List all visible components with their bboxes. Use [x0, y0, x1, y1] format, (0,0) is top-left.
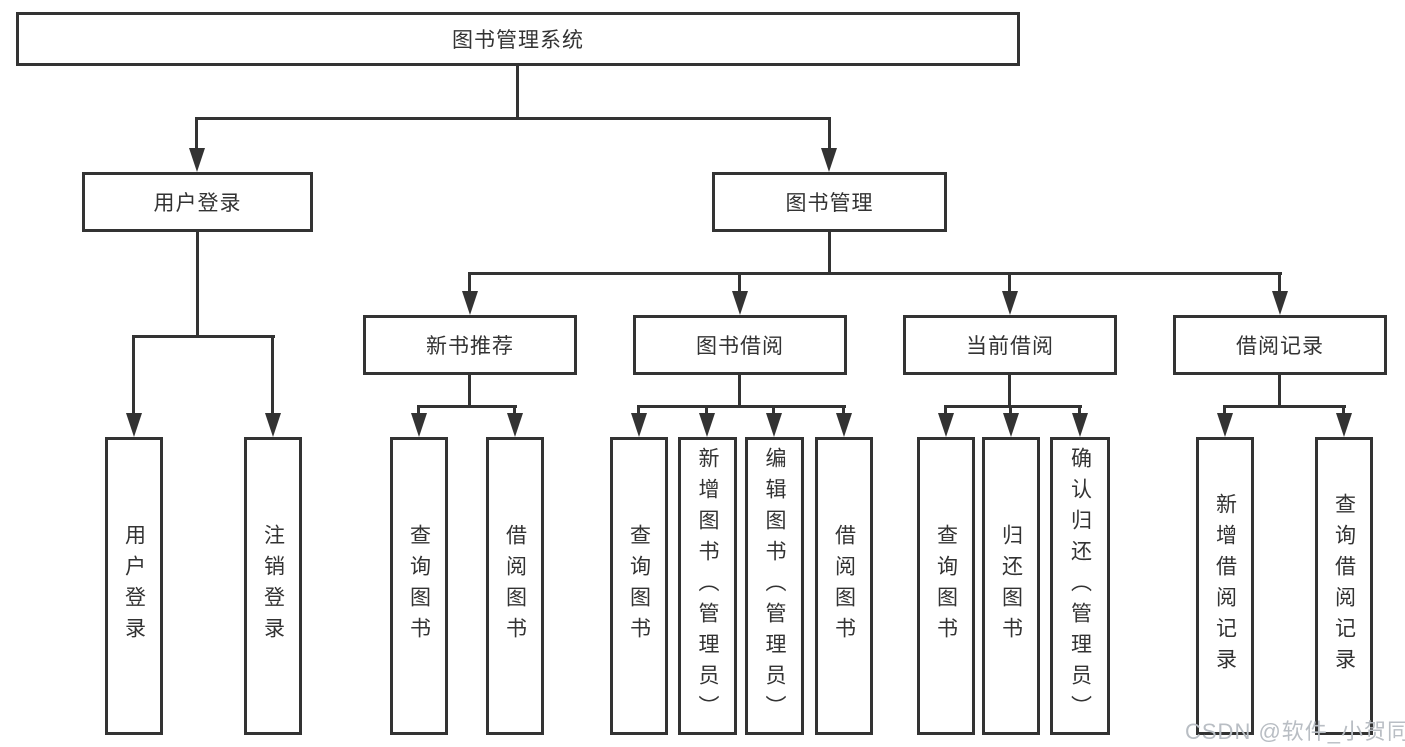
connector-book-borrow-bus	[637, 405, 846, 408]
connector-borrow-record-stub	[1278, 375, 1281, 407]
arrowhead-icon	[1003, 413, 1019, 437]
connector-drop-level3	[1008, 272, 1011, 294]
connector-drop-leaf	[417, 405, 420, 415]
arrowhead-icon	[126, 413, 142, 437]
connector-book-management-bus	[468, 272, 1282, 275]
connector-drop-leaf	[513, 405, 516, 415]
arrowhead-icon	[1072, 413, 1088, 437]
connector-new-book-bus	[417, 405, 517, 408]
arrowhead-icon	[1217, 413, 1233, 437]
connector-drop-leaf	[772, 405, 775, 415]
connector-current-borrow-stub	[1008, 375, 1011, 407]
leaf-query-borrow-record: 查询借阅记录	[1315, 437, 1373, 735]
leaf-logout: 注销登录	[244, 437, 302, 735]
arrowhead-icon	[1272, 291, 1288, 315]
connector-drop-book-management	[828, 117, 831, 151]
arrowhead-icon	[732, 291, 748, 315]
connector-drop-leaf	[944, 405, 947, 415]
arrowhead-icon	[938, 413, 954, 437]
leaf-query-book-recommend: 查询图书	[390, 437, 448, 735]
arrowhead-icon	[821, 148, 837, 172]
connector-root-stub	[516, 66, 519, 120]
arrowhead-icon	[265, 413, 281, 437]
connector-book-management-stub	[828, 232, 831, 275]
leaf-confirm-return-admin: 确认归还（管理员）	[1050, 437, 1110, 735]
connector-borrow-record-bus	[1223, 405, 1346, 408]
connector-root-bus	[195, 117, 831, 120]
leaf-query-book-borrow: 查询图书	[610, 437, 668, 735]
arrowhead-icon	[766, 413, 782, 437]
connector-current-borrow-bus	[944, 405, 1082, 408]
csdn-watermark: CSDN @软件_小贺同学	[1185, 719, 1405, 744]
connector-drop-leaf	[1078, 405, 1081, 415]
node-root-library-system: 图书管理系统	[16, 12, 1020, 66]
connector-drop-user-login	[195, 117, 198, 151]
connector-drop-level3	[468, 272, 471, 294]
leaf-return-book: 归还图书	[982, 437, 1040, 735]
arrowhead-icon	[631, 413, 647, 437]
connector-drop-leaf	[1223, 405, 1226, 415]
arrowhead-icon	[411, 413, 427, 437]
connector-user-login-stub	[196, 232, 199, 335]
node-book-management: 图书管理	[712, 172, 947, 232]
node-current-borrow: 当前借阅	[903, 315, 1117, 375]
connector-book-borrow-stub	[738, 375, 741, 407]
connector-new-book-stub	[468, 375, 471, 407]
connector-user-login-bus	[132, 335, 275, 338]
leaf-add-borrow-record: 新增借阅记录	[1196, 437, 1254, 735]
arrowhead-icon	[1002, 291, 1018, 315]
arrowhead-icon	[836, 413, 852, 437]
node-book-borrow: 图书借阅	[633, 315, 847, 375]
connector-drop-level3	[1278, 272, 1281, 294]
leaf-add-book-admin: 新增图书（管理员）	[678, 437, 737, 735]
arrowhead-icon	[699, 413, 715, 437]
leaf-user-login: 用户登录	[105, 437, 163, 735]
node-borrow-record: 借阅记录	[1173, 315, 1387, 375]
connector-drop-leaf	[637, 405, 640, 415]
leaf-borrow-book: 借阅图书	[815, 437, 873, 735]
connector-drop-leaf	[842, 405, 845, 415]
connector-drop-leaf	[1342, 405, 1345, 415]
arrowhead-icon	[462, 291, 478, 315]
connector-drop-leaf	[132, 335, 135, 415]
node-new-book-recommend: 新书推荐	[363, 315, 577, 375]
arrowhead-icon	[189, 148, 205, 172]
node-user-login: 用户登录	[82, 172, 313, 232]
connector-drop-level3	[738, 272, 741, 294]
connector-drop-leaf	[705, 405, 708, 415]
leaf-query-book-current: 查询图书	[917, 437, 975, 735]
leaf-borrow-book-recommend: 借阅图书	[486, 437, 544, 735]
arrowhead-icon	[507, 413, 523, 437]
connector-drop-leaf	[271, 335, 274, 415]
connector-drop-leaf	[1009, 405, 1012, 415]
leaf-edit-book-admin: 编辑图书（管理员）	[745, 437, 804, 735]
arrowhead-icon	[1336, 413, 1352, 437]
